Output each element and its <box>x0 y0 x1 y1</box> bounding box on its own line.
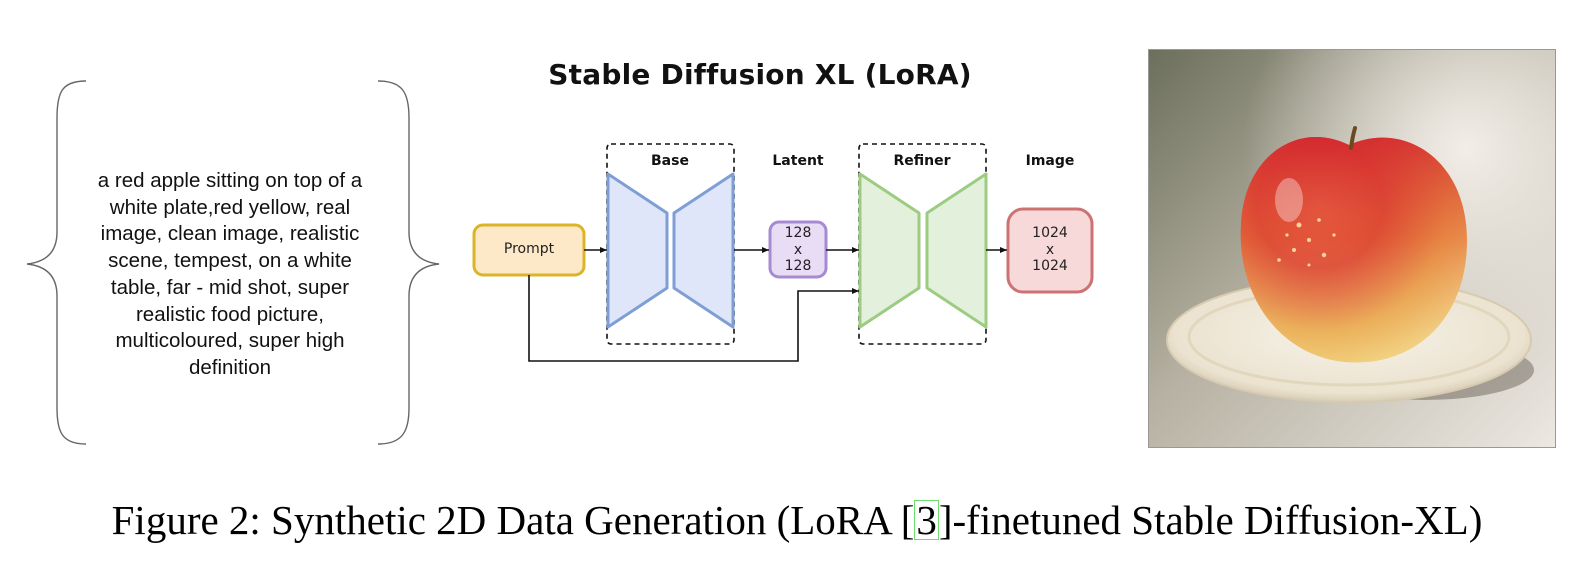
diagram-title: Stable Diffusion XL (LoRA) <box>548 58 972 91</box>
caption-prefix: Figure 2: Synthetic 2D Data Generation (… <box>111 497 915 543</box>
prompt-text: a red apple sitting on top of a white pl… <box>80 168 380 382</box>
image-box-text: 1024 x 1024 <box>1008 225 1092 275</box>
image-x: x <box>1045 241 1055 258</box>
refiner-encoder-shape <box>858 172 921 329</box>
right-brace <box>377 80 440 445</box>
apple-stem <box>1349 126 1357 150</box>
latent-label: Latent <box>772 153 824 169</box>
latent-x: x <box>793 241 803 258</box>
prompt-line: a red apple sitting on top of a <box>97 169 363 192</box>
prompt-line: scene, tempest, on a white <box>108 249 352 273</box>
image-dim-1: 1024 <box>1032 225 1068 241</box>
prompt-line: table, far - mid shot, super <box>110 275 350 299</box>
refiner-decoder-shape <box>925 172 988 329</box>
base-decoder-shape <box>672 172 735 329</box>
latent-dim-1: 128 <box>784 225 812 241</box>
image-label: Image <box>1025 153 1075 169</box>
left-brace <box>26 80 87 445</box>
apple-tint <box>1240 136 1467 363</box>
prompt-line: white plate,red yellow, real <box>109 195 351 219</box>
apple-photo <box>1148 49 1556 448</box>
citation-link[interactable]: 3 <box>914 497 939 543</box>
apple-highlight <box>1275 178 1303 222</box>
refiner-label: Refiner <box>893 153 951 169</box>
arrow-prompt-to-refiner <box>528 275 859 362</box>
prompt-line: realistic food picture, <box>135 302 324 326</box>
prompt-line: image, clean image, realistic <box>100 222 360 246</box>
water-droplets <box>1277 218 1336 267</box>
image-box <box>1006 207 1094 294</box>
latent-box-text: 128 x 128 <box>770 225 826 275</box>
image-dim-2: 1024 <box>1032 258 1068 274</box>
base-label: Base <box>651 153 689 169</box>
base-encoder-shape <box>606 172 669 329</box>
prompt-line: multicoloured, super high <box>115 329 345 353</box>
figure-caption: Figure 2: Synthetic 2D Data Generation (… <box>0 496 1594 544</box>
prompt-line: definition <box>188 355 272 379</box>
latent-dim-2: 128 <box>784 258 812 274</box>
prompt-box-label: Prompt <box>503 241 555 257</box>
caption-suffix: ]-finetuned Stable Diffusion-XL) <box>938 497 1483 543</box>
